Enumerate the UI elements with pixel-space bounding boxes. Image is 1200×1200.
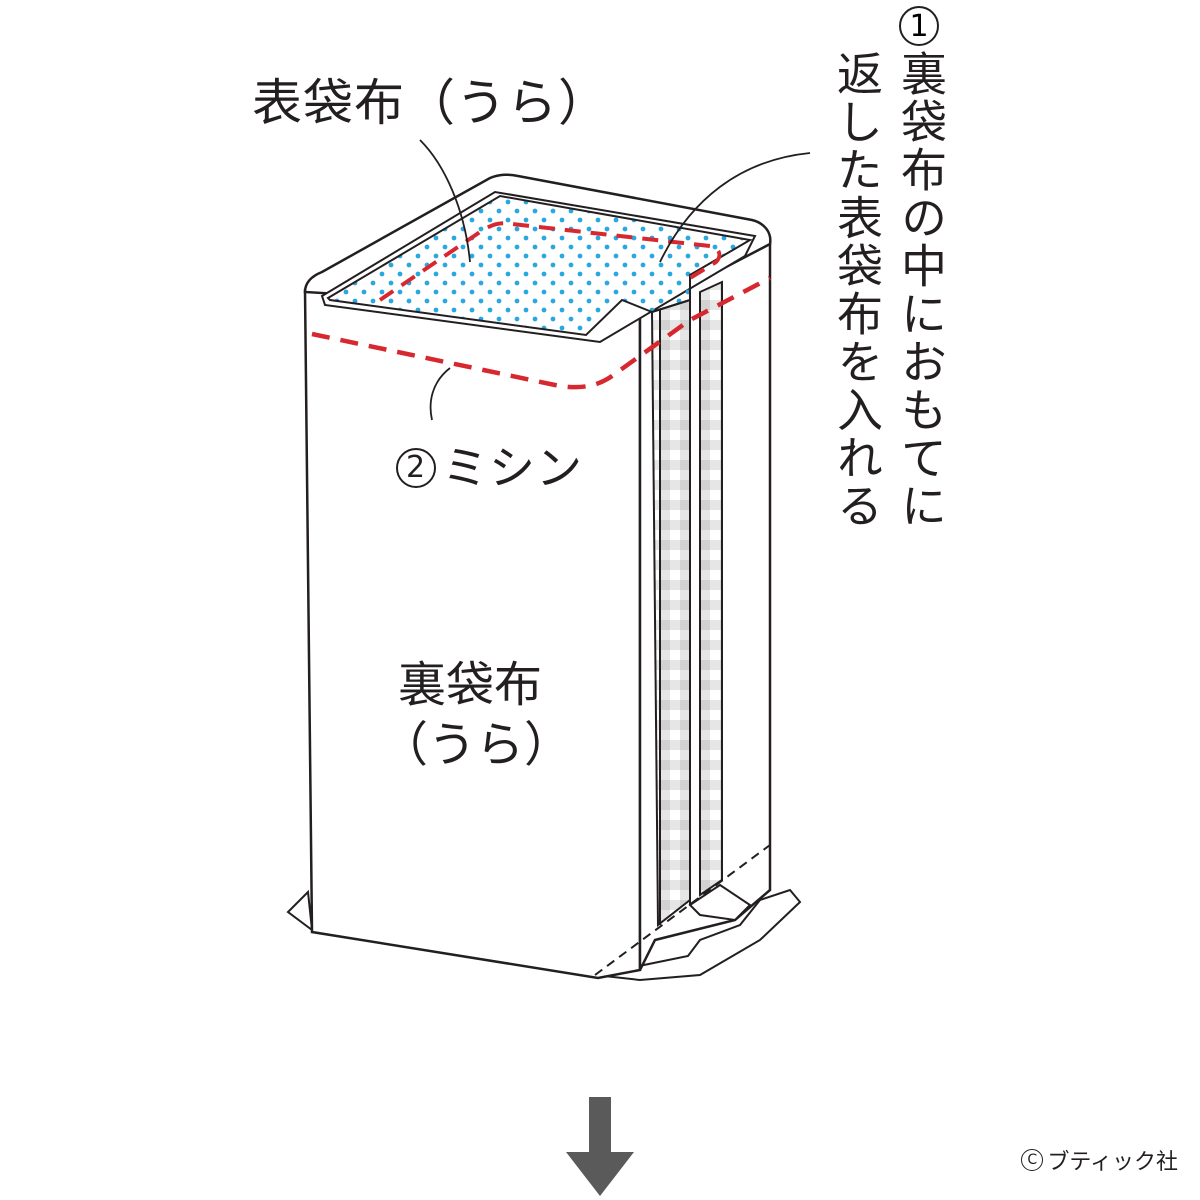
outer-fabric-check-strip-2 xyxy=(699,280,723,897)
copyright-text: ブティック社 xyxy=(1047,1150,1178,1175)
inner-stitch-line xyxy=(378,221,722,302)
step1-text-line2: 返した表袋布を入れる xyxy=(830,50,884,530)
step1-number: 1 xyxy=(899,6,939,46)
leader-lines xyxy=(419,139,811,421)
side-seam-lines xyxy=(659,282,752,925)
step1-text-line1: 裏袋布の中におもてに xyxy=(894,50,948,530)
step2-text: ミシン xyxy=(442,441,583,495)
lining-label: 裏袋布 （うら） xyxy=(380,655,573,775)
outer-bag-label: 表袋布（うら） xyxy=(252,74,609,132)
step1-number-wrap: 1 xyxy=(899,6,939,46)
sewing-stitch-line xyxy=(311,276,772,390)
copyright-icon: C xyxy=(1021,1149,1044,1171)
copyright-notice: C ブティック社 xyxy=(1021,1144,1178,1176)
down-arrow-icon xyxy=(566,1097,634,1196)
outer-fabric-check-strip xyxy=(650,298,691,928)
lining-label-line1: 裏袋布 xyxy=(397,657,542,713)
bottom-fold-line xyxy=(594,844,771,976)
outer-bag-interior-dots xyxy=(326,194,753,337)
step2-number: 2 xyxy=(396,448,436,488)
lining-label-line2: （うら） xyxy=(380,717,573,773)
step2-label: 2 ミシン xyxy=(396,445,583,491)
lining-front-panel xyxy=(303,280,642,980)
